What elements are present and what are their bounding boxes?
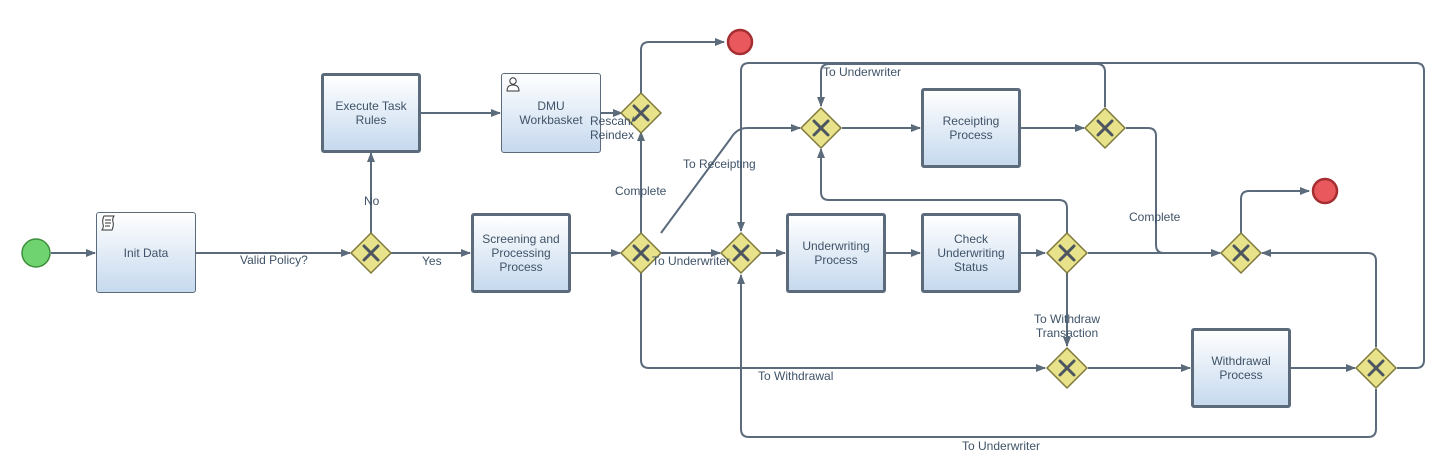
label-to-underwriter-bottom: To Underwriter bbox=[962, 439, 1041, 453]
task-underwriting[interactable]: Underwriting Process bbox=[786, 213, 886, 293]
task-execute-task-rules[interactable]: Execute Task Rules bbox=[321, 73, 421, 153]
label-complete-2: Complete bbox=[1129, 210, 1181, 224]
flow-after-withdrawal-top-loop[interactable] bbox=[737, 62, 1425, 369]
label-no: No bbox=[364, 194, 380, 208]
gateway-x-icons bbox=[362, 104, 1385, 377]
label-to-underwriter-1: To Underwriter bbox=[652, 254, 731, 268]
task-label: Withdrawal Process bbox=[1211, 354, 1271, 382]
label-to-underwriter-top: To Underwriter bbox=[823, 65, 902, 79]
flow-rescan-to-end[interactable] bbox=[640, 38, 725, 94]
task-check-underwriting-status[interactable]: Check Underwriting Status bbox=[921, 213, 1021, 293]
label-to-withdraw-transaction: To Withdraw Transaction bbox=[1033, 312, 1101, 340]
task-receipting[interactable]: Receipting Process bbox=[921, 88, 1021, 168]
task-label: DMU Workbasket bbox=[519, 99, 583, 127]
label-complete-1: Complete bbox=[615, 184, 667, 198]
user-icon bbox=[505, 76, 521, 95]
task-label: Underwriting Process bbox=[802, 239, 870, 267]
label-rescan-reindex: Rescan/ Reindex bbox=[589, 114, 635, 142]
flow-after-receipt-to-complete[interactable] bbox=[1126, 127, 1221, 257]
end-event-top[interactable] bbox=[726, 28, 754, 56]
flow-complete-gateway-to-end[interactable] bbox=[1240, 187, 1310, 233]
task-withdrawal[interactable]: Withdrawal Process bbox=[1191, 328, 1291, 408]
task-screening[interactable]: Screening and Processing Process bbox=[471, 213, 571, 293]
task-init-data[interactable]: Init Data bbox=[96, 212, 196, 293]
label-to-withdrawal: To Withdrawal bbox=[758, 369, 834, 383]
task-label: Screening and Processing Process bbox=[482, 232, 560, 274]
flow-status-to-receipt-gateway[interactable] bbox=[817, 148, 1068, 233]
label-valid-policy: Valid Policy? bbox=[240, 253, 308, 267]
flow-to-withdrawal[interactable] bbox=[640, 273, 1046, 372]
task-dmu-workbasket[interactable]: DMU Workbasket bbox=[501, 73, 601, 153]
task-label: Receipting Process bbox=[942, 114, 1000, 142]
task-label: Init Data bbox=[123, 245, 169, 260]
flow-after-withdrawal-bottom-loop[interactable] bbox=[737, 274, 1377, 438]
label-to-receipting: To Receipting bbox=[683, 157, 756, 171]
flow-after-withdrawal-to-complete[interactable] bbox=[1261, 249, 1377, 347]
task-label: Check Underwriting Status bbox=[937, 232, 1005, 274]
script-icon bbox=[100, 215, 116, 234]
start-event[interactable] bbox=[21, 238, 51, 268]
end-event-right[interactable] bbox=[1311, 177, 1339, 205]
flow-to-receipting[interactable] bbox=[660, 124, 801, 234]
label-yes: Yes bbox=[422, 254, 442, 268]
task-label: Execute Task Rules bbox=[335, 99, 407, 127]
